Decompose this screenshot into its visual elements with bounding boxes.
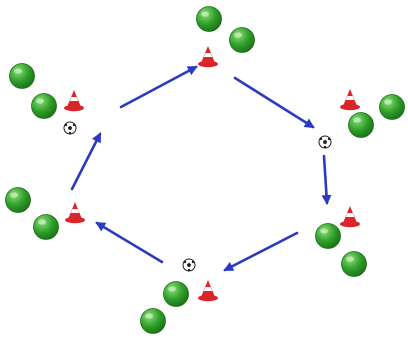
cone-icon — [198, 280, 218, 302]
player-icon — [33, 214, 59, 240]
stations-layer — [5, 6, 405, 334]
station-right-upper — [318, 89, 405, 149]
player-icon — [379, 94, 405, 120]
arrow-icon — [233, 76, 315, 129]
cone-icon — [340, 89, 360, 111]
cone-icon — [198, 46, 218, 68]
player-icon — [163, 281, 189, 307]
cone-icon — [64, 90, 84, 112]
player-icon — [140, 308, 166, 334]
player-icon — [348, 112, 374, 138]
player-icon — [196, 6, 222, 32]
station-right-lower — [315, 206, 367, 277]
cone-icon — [340, 206, 360, 228]
player-icon — [9, 63, 35, 89]
station-bottom — [140, 258, 218, 334]
arrow-icon — [119, 65, 198, 109]
arrow-icon — [95, 221, 164, 264]
arrows-layer — [70, 65, 332, 272]
station-left-upper — [9, 63, 84, 135]
soccer-ball-icon — [318, 135, 332, 149]
player-icon — [315, 223, 341, 249]
station-left-lower — [5, 187, 85, 240]
station-top — [196, 6, 255, 68]
player-icon — [5, 187, 31, 213]
player-icon — [31, 93, 57, 119]
arrow-icon — [70, 132, 102, 191]
soccer-ball-icon — [63, 121, 77, 135]
player-icon — [341, 251, 367, 277]
player-icon — [229, 27, 255, 53]
cone-icon — [65, 202, 85, 224]
soccer-ball-icon — [182, 258, 196, 272]
arrow-icon — [321, 154, 332, 205]
arrow-icon — [223, 231, 299, 272]
